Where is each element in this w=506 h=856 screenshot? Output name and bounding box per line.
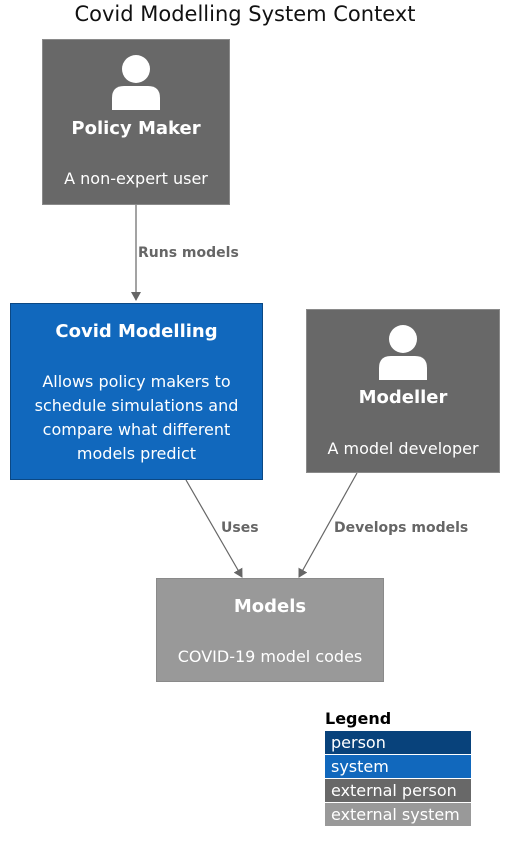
diagram-title: Covid Modelling System Context	[74, 2, 416, 26]
edge-develops-models	[298, 472, 358, 578]
modeller-name: Modeller	[358, 387, 448, 408]
models-description: COVID-19 model codes	[177, 647, 363, 666]
models-node[interactable]: Models COVID-19 model codes	[156, 578, 384, 682]
edge-label-runs-models: Runs models	[138, 245, 239, 261]
legend: Legend person system external person ext…	[325, 707, 471, 827]
modeller-description: A model developer	[327, 439, 479, 458]
legend-title: Legend	[325, 709, 392, 728]
covid-modelling-name: Covid Modelling	[55, 321, 218, 342]
legend-item-person: person	[325, 731, 471, 754]
modeller-node[interactable]: Modeller A model developer	[306, 309, 500, 473]
person-icon	[379, 325, 427, 380]
edge-label-develops-models: Develops models	[334, 520, 469, 536]
policy-maker-description: A non-expert user	[64, 169, 208, 188]
edge-uses	[185, 479, 243, 578]
covid-modelling-node[interactable]: Covid Modelling Allows policy makers to …	[10, 303, 263, 480]
legend-item-external-system: external system	[325, 803, 471, 826]
covid-modelling-description-line: compare what different	[42, 420, 231, 439]
covid-modelling-description-line: schedule simulations and	[34, 396, 239, 415]
legend-item-system: system	[325, 755, 471, 778]
policy-maker-node[interactable]: Policy Maker A non-expert user	[42, 39, 230, 205]
legend-item-external-person: external person	[325, 779, 471, 802]
covid-modelling-description: Allows policy makers to schedule simulat…	[11, 370, 262, 466]
person-icon	[112, 55, 160, 110]
covid-modelling-description-line: Allows policy makers to	[42, 372, 231, 391]
edge-label-uses: Uses	[221, 520, 259, 536]
policy-maker-name: Policy Maker	[71, 118, 201, 139]
models-name: Models	[233, 596, 307, 617]
covid-modelling-description-line: models predict	[76, 444, 197, 463]
